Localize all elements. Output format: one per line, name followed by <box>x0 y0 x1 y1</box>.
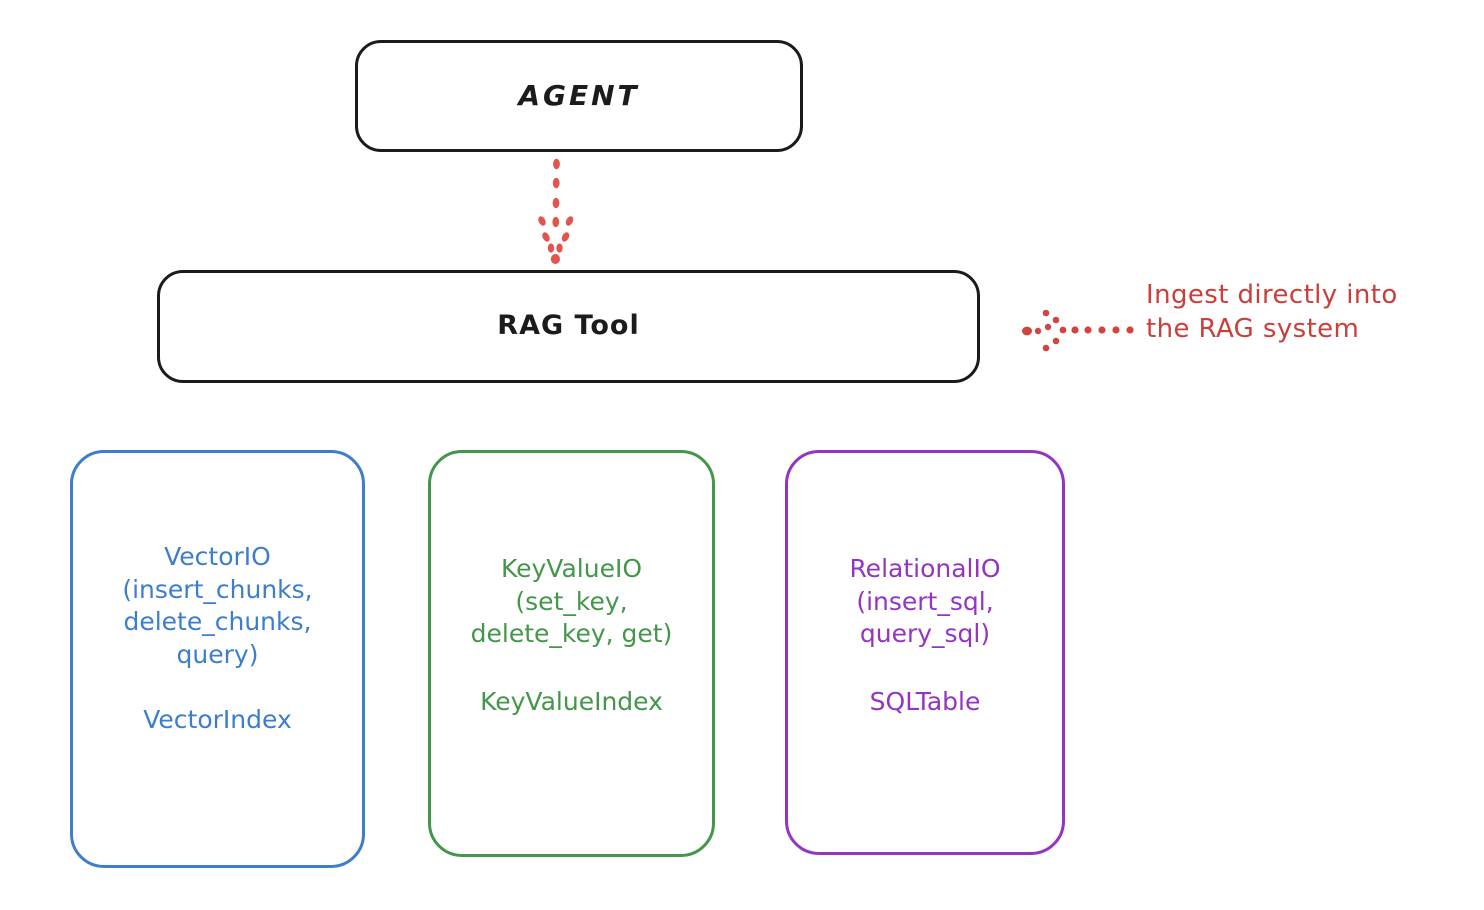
dotted-left-arrow-icon <box>1022 309 1134 352</box>
relational-io-api-label: RelationalIO (insert_sql, query_sql) <box>849 554 1001 648</box>
key-value-io-node[interactable]: KeyValueIO (set_key, delete_key, get) Ke… <box>428 450 715 857</box>
ingest-annotation: Ingest directly into the RAG system <box>1018 278 1478 378</box>
key-value-io-api-label: KeyValueIO (set_key, delete_key, get) <box>470 554 673 648</box>
relational-io-node[interactable]: RelationalIO (insert_sql, query_sql) SQL… <box>785 450 1065 855</box>
vector-io-node[interactable]: VectorIO (insert_chunks, delete_chunks, … <box>70 450 365 868</box>
agent-node-label: AGENT <box>518 79 640 113</box>
rag-tool-node[interactable]: RAG Tool <box>157 270 980 383</box>
dotted-down-arrow-icon <box>538 158 574 264</box>
ingest-annotation-text: Ingest directly into the RAG system <box>1146 280 1398 345</box>
relational-io-index-label: SQLTable <box>869 686 981 716</box>
agent-to-rag-tool-connector <box>528 158 584 266</box>
vector-io-api-label: VectorIO (insert_chunks, delete_chunks, … <box>122 542 313 669</box>
vector-io-index-label: VectorIndex <box>143 705 292 734</box>
agent-node[interactable]: AGENT <box>355 40 803 152</box>
key-value-io-index-label: KeyValueIndex <box>480 686 663 716</box>
rag-tool-node-label: RAG Tool <box>497 310 640 342</box>
